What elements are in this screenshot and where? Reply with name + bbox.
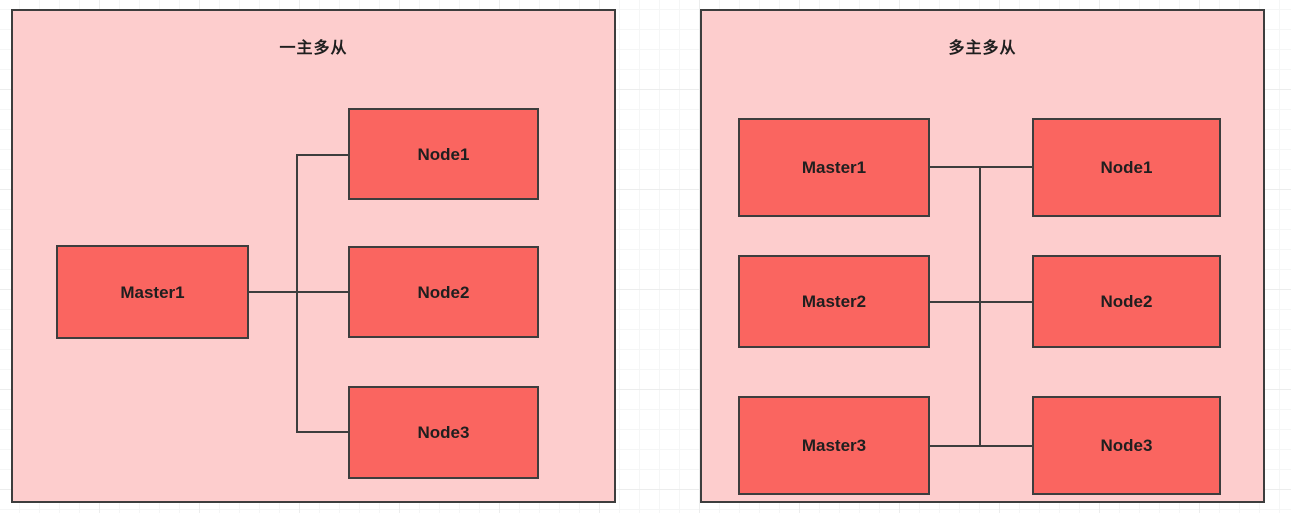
box-label-right-node3: Node3	[1100, 436, 1153, 455]
box-label-left-node3: Node3	[417, 423, 470, 442]
connector-right-link-row1-right	[979, 166, 1032, 168]
box-label-left-node2: Node2	[417, 282, 470, 302]
box-label-right-node2: Node2	[1100, 292, 1153, 311]
connector-right-link-row2-left	[930, 301, 981, 303]
connector-left-link-node1	[296, 154, 350, 156]
box-right-node3[interactable]: Node3	[1032, 396, 1221, 495]
box-label-left-node1: Node1	[417, 144, 470, 164]
box-left-node1[interactable]: Node1	[348, 108, 539, 200]
connector-right-link-row1-left	[930, 166, 981, 168]
panel-title-multi-master-multi-slaves: 多主多从	[948, 40, 1017, 57]
connector-left-link-node2	[296, 291, 350, 293]
connector-right-link-row3-right	[979, 445, 1032, 447]
box-label-right-master1: Master1	[801, 158, 867, 177]
box-right-node2[interactable]: Node2	[1032, 255, 1221, 348]
box-label-right-master2: Master2	[801, 292, 867, 311]
box-right-master1[interactable]: Master1	[738, 118, 930, 217]
connector-left-link-node3	[296, 431, 350, 433]
box-right-node1[interactable]: Node1	[1032, 118, 1221, 217]
box-left-node3[interactable]: Node3	[348, 386, 539, 479]
connector-left-link-trunk	[296, 154, 298, 433]
connector-right-link-row3-left	[930, 445, 981, 447]
box-left-node2[interactable]: Node2	[348, 246, 539, 338]
connector-right-link-row2-right	[979, 301, 1032, 303]
box-label-right-master3: Master3	[801, 436, 867, 455]
connector-right-link-trunk	[979, 166, 981, 447]
box-label-right-node1: Node1	[1100, 158, 1153, 177]
box-left-master1[interactable]: Master1	[56, 245, 249, 339]
box-right-master2[interactable]: Master2	[738, 255, 930, 348]
box-label-left-master1: Master1	[120, 282, 185, 302]
box-right-master3[interactable]: Master3	[738, 396, 930, 495]
panel-title-one-master-many-slaves: 一主多从	[279, 40, 348, 57]
